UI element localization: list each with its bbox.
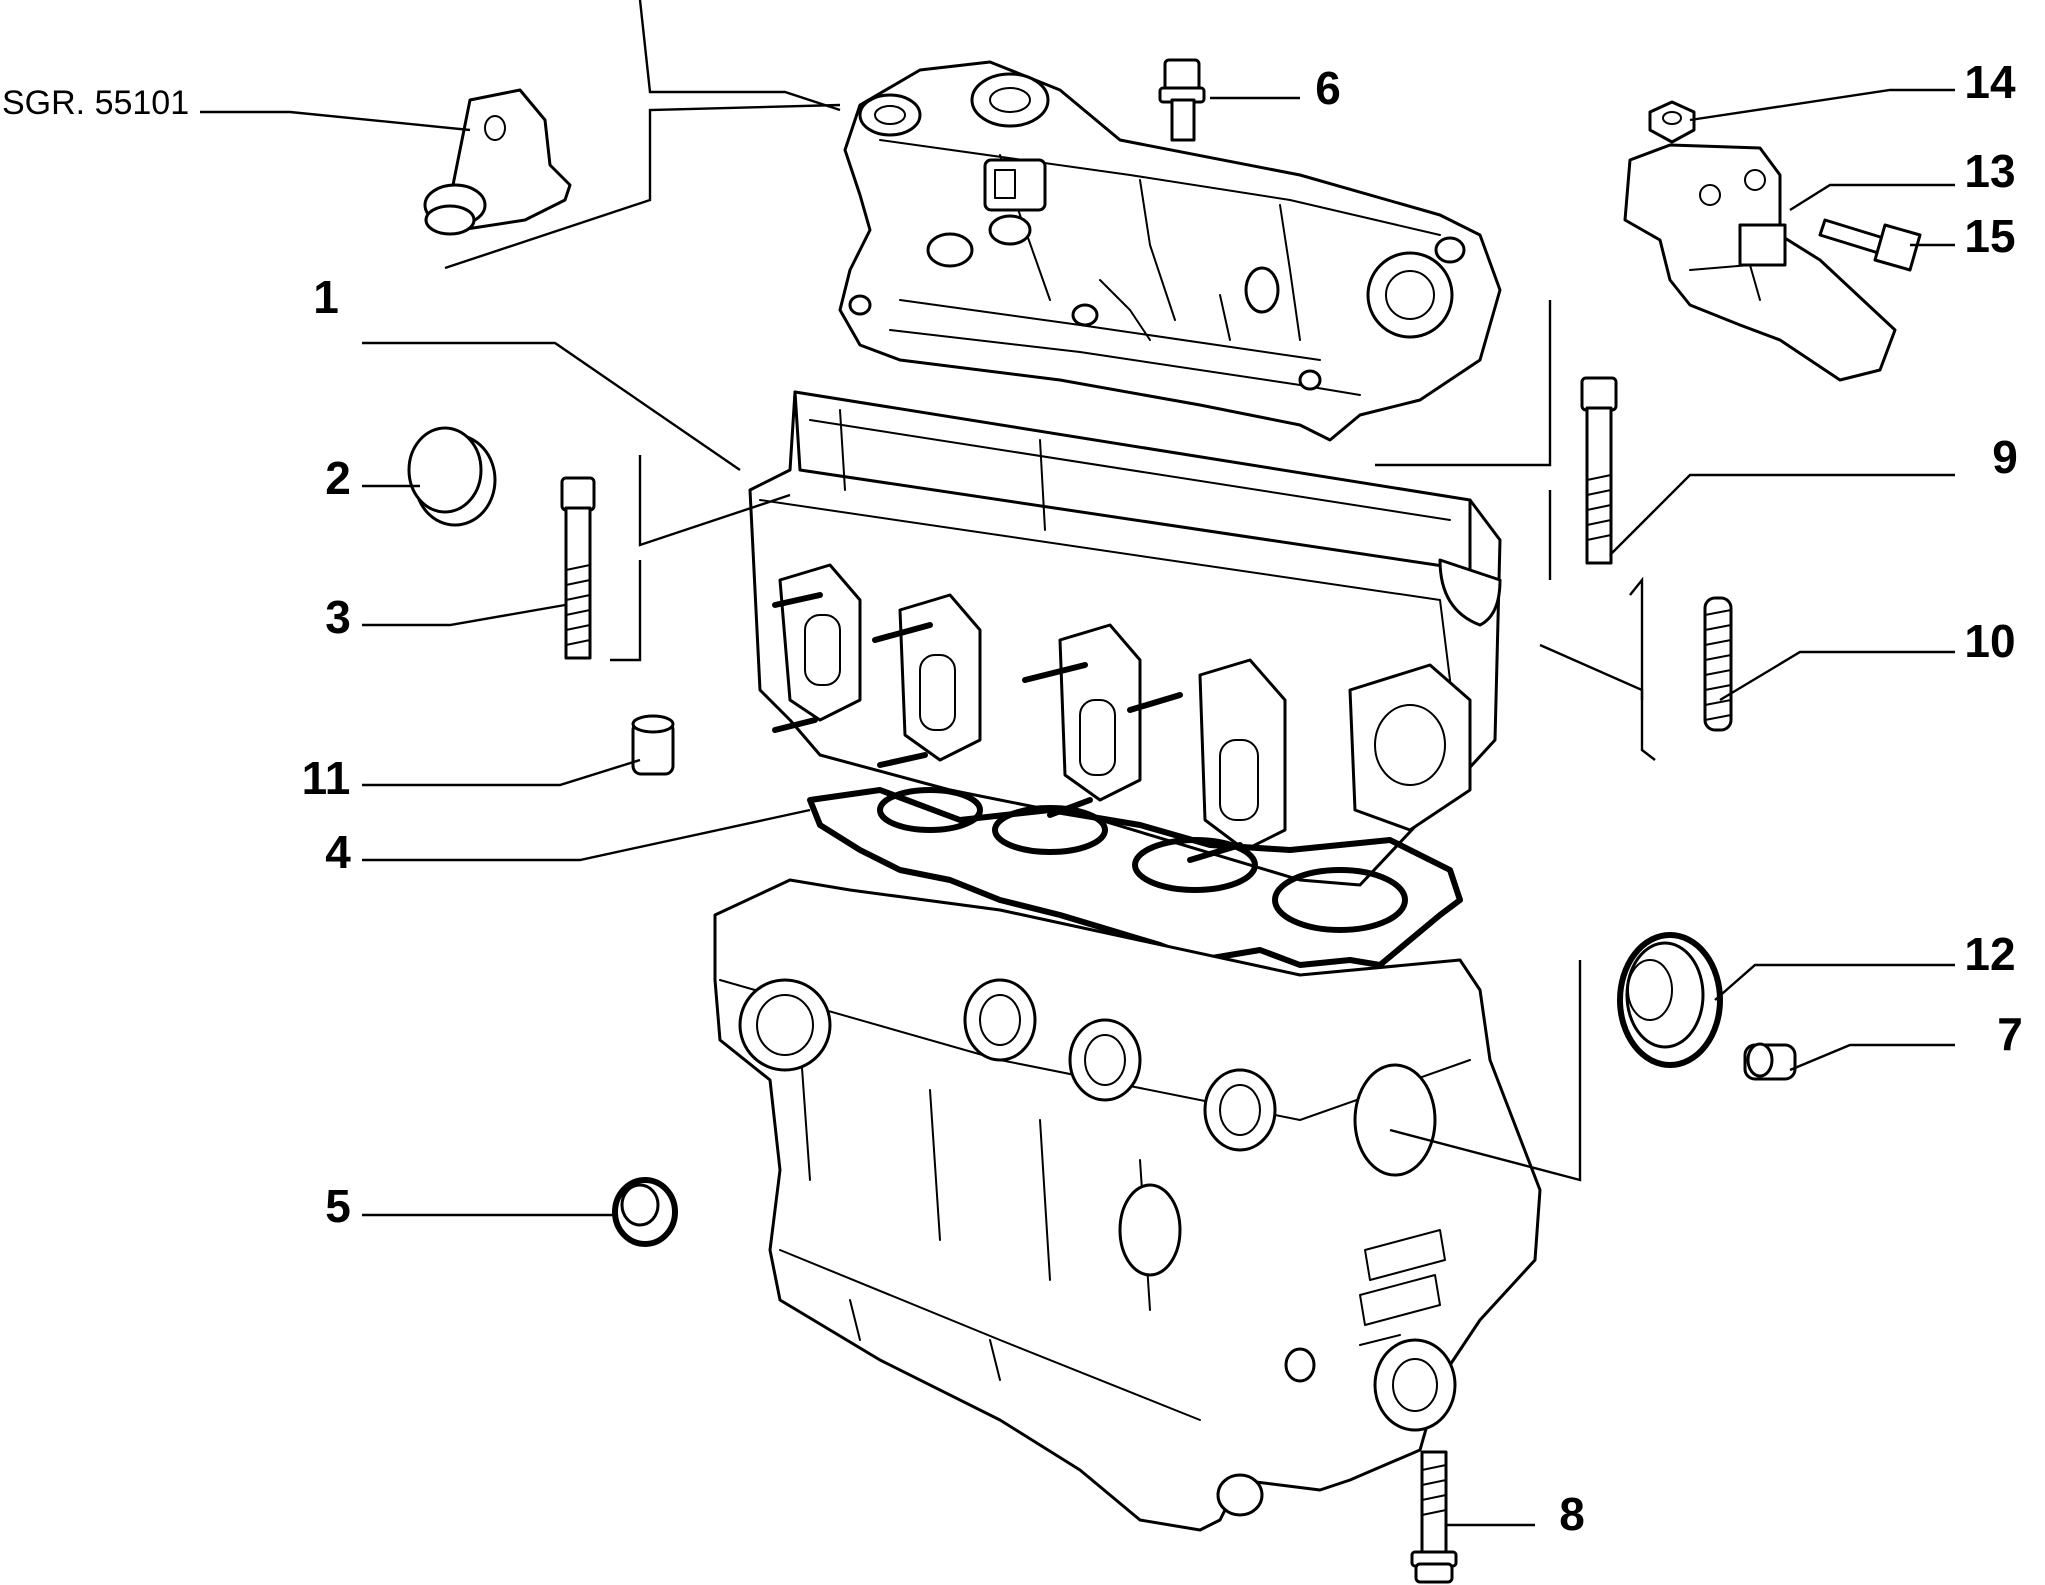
cover-bolt-drawing xyxy=(1158,58,1206,142)
cylinder-head-drawing xyxy=(748,390,1502,887)
reference-label: SGR. 55101 xyxy=(2,84,189,122)
callout-1: 1 xyxy=(313,271,339,323)
bolt-8-drawing xyxy=(1410,1450,1458,1584)
plug-drawing xyxy=(612,1177,678,1247)
callout-8: 8 xyxy=(1559,1488,1585,1540)
head-bolt-9-drawing xyxy=(1580,376,1618,565)
nut-drawing xyxy=(1648,100,1696,144)
callout-3: 3 xyxy=(325,591,351,643)
cap-drawing xyxy=(1617,932,1723,1068)
sensor-part-drawing xyxy=(423,88,572,236)
callout-14: 14 xyxy=(1964,56,2016,108)
engine-block-drawing xyxy=(713,878,1542,1532)
callout-6: 6 xyxy=(1315,62,1341,114)
callout-11: 11 xyxy=(302,752,351,804)
callout-7: 7 xyxy=(1997,1008,2023,1060)
callout-15: 15 xyxy=(1964,210,2015,262)
callout-4: 4 xyxy=(325,826,351,878)
callout-10: 10 xyxy=(1964,615,2015,667)
tappet-cup-drawing xyxy=(407,426,497,527)
head-bolt-3-drawing xyxy=(560,476,596,660)
cam-cover-drawing xyxy=(838,60,1502,442)
callout-9: 9 xyxy=(1992,431,2018,483)
callout-2: 2 xyxy=(325,452,351,504)
dowel-drawing xyxy=(631,714,675,776)
bracket-drawing xyxy=(1623,143,1897,382)
stud-drawing xyxy=(1703,596,1733,732)
callout-12: 12 xyxy=(1964,928,2015,980)
callout-5: 5 xyxy=(325,1180,351,1232)
leader-lines xyxy=(200,0,1955,1527)
head-gasket-drawing xyxy=(807,787,1463,968)
bolt-15-drawing xyxy=(1818,218,1922,272)
callout-13: 13 xyxy=(1964,145,2015,197)
plug-screw-drawing xyxy=(1743,1042,1797,1081)
